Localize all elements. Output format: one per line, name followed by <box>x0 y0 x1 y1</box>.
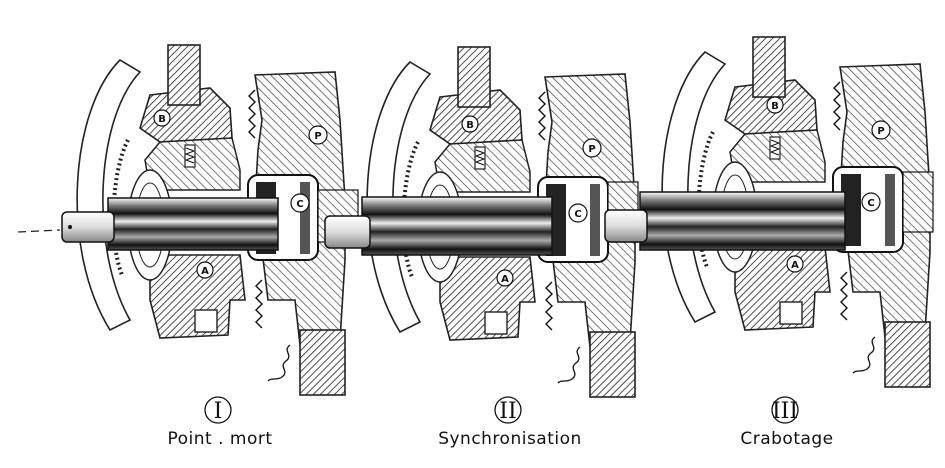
stage-3-caption: Crabotage <box>740 429 833 449</box>
svg-text:B: B <box>158 114 166 125</box>
label-A: A <box>496 269 514 287</box>
label-B: B <box>766 96 784 114</box>
svg-text:A: A <box>791 260 799 271</box>
stage-3-numeral: III <box>772 399 798 424</box>
shaft-stub <box>61 211 115 243</box>
splined-shaft <box>107 197 279 251</box>
label-B: B <box>461 115 479 133</box>
stage-3-assembly: B P C A <box>604 35 934 389</box>
svg-text:B: B <box>771 101 779 112</box>
label-C: C <box>568 203 588 223</box>
stage-2-assembly: B P C A <box>324 45 639 399</box>
stage-1-caption: Point . mort <box>167 429 272 449</box>
label-C: C <box>290 193 310 213</box>
svg-text:A: A <box>201 266 209 277</box>
stage-1-assembly: B P C A <box>61 43 359 397</box>
stage-3-caption-group: III Crabotage <box>740 396 833 449</box>
label-C: C <box>861 192 881 212</box>
svg-text:C: C <box>867 198 874 209</box>
svg-text:P: P <box>588 144 595 155</box>
stage-2-numeral: II <box>499 399 516 424</box>
svg-text:B: B <box>466 120 474 131</box>
label-P: P <box>871 120 891 140</box>
label-A: A <box>786 255 804 273</box>
svg-text:C: C <box>296 199 303 210</box>
svg-text:A: A <box>501 274 509 285</box>
splined-shaft <box>361 196 553 256</box>
splined-shaft <box>639 191 846 251</box>
shaft-stub <box>604 209 648 243</box>
label-A: A <box>196 261 214 279</box>
stage-1-caption-group: I Point . mort <box>167 396 272 449</box>
stage-1-numeral: I <box>214 399 223 424</box>
axis-line <box>17 229 61 233</box>
stage-2-caption: Synchronisation <box>438 429 582 449</box>
stage-2-caption-group: II Synchronisation <box>438 396 582 449</box>
svg-text:P: P <box>877 126 884 137</box>
svg-text:P: P <box>314 131 321 142</box>
shaft-stub <box>324 215 371 249</box>
label-B: B <box>153 109 171 127</box>
label-P: P <box>308 125 328 145</box>
svg-text:C: C <box>574 209 581 220</box>
label-P: P <box>582 138 602 158</box>
